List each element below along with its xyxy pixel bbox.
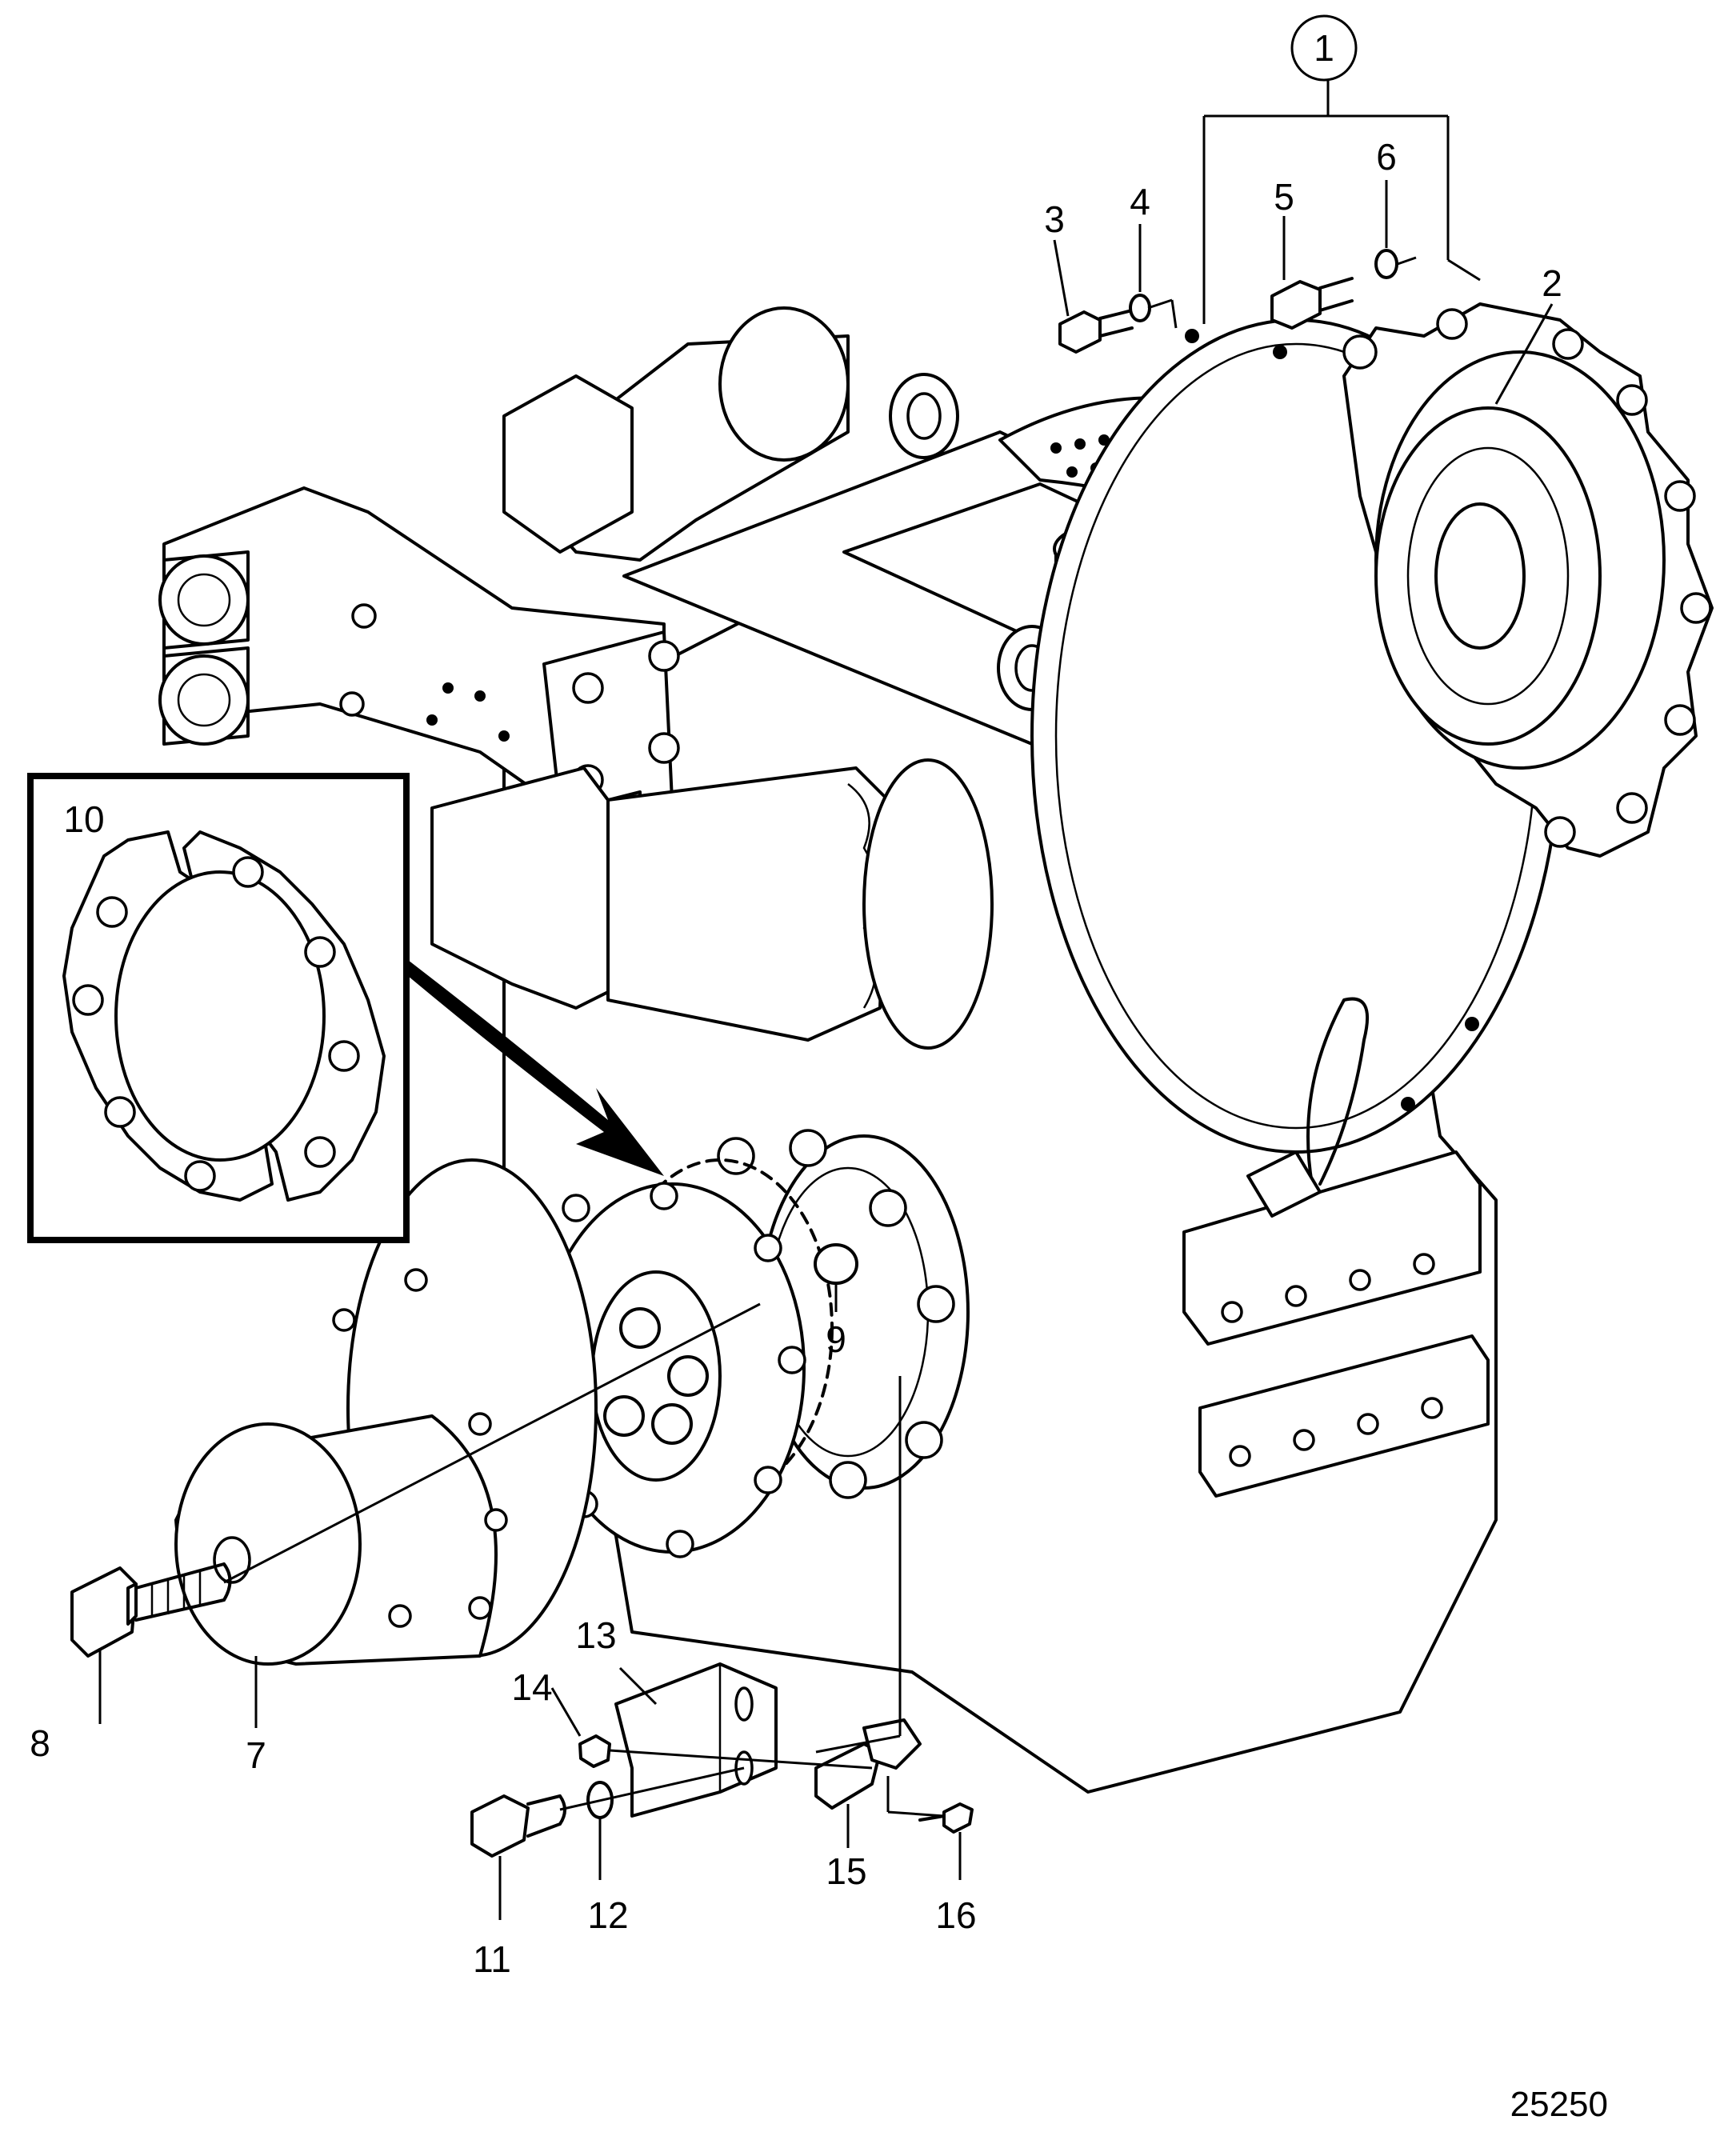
callout-10: 10 [63,798,104,840]
callout-1: 1 [1314,27,1334,69]
inset-box [27,773,410,1243]
callout-6: 6 [1376,136,1397,178]
pump-assembly [430,758,994,1050]
callout-3: 3 [1044,198,1065,240]
callout-9: 9 [826,1318,846,1360]
valve-block [158,306,850,810]
callout-7: 7 [246,1734,266,1776]
nut-14 [578,1734,611,1768]
drive-plate [1342,302,1714,858]
callout-4: 4 [1130,181,1150,222]
callout-16: 16 [935,1894,976,1936]
bolt-16 [918,1802,974,1834]
bolt-8 [70,1562,232,1658]
coupling-flange [174,1158,598,1666]
bolt-3 [1058,309,1134,354]
washer-4 [1129,294,1151,322]
callout-12: 12 [587,1894,628,1936]
bolt-5 [1270,277,1354,330]
callout-2: 2 [1542,262,1562,304]
callout-15: 15 [826,1850,866,1892]
callout-13: 13 [575,1614,616,1656]
callout-5: 5 [1274,176,1294,218]
speed-sensor-15 [814,1718,922,1810]
callout-11: 11 [473,1938,511,1980]
callout-circle-1 [1290,14,1358,82]
inset-arrow [408,960,664,1176]
callout-14: 14 [511,1666,552,1708]
bolt-11 [470,1794,566,1858]
leader-lines [98,74,1554,1920]
figure-number: 25250 [1510,2085,1608,2124]
callout-8: 8 [30,1722,50,1764]
output-flange-assembly [538,1129,970,1558]
washer-6 [1374,249,1398,279]
